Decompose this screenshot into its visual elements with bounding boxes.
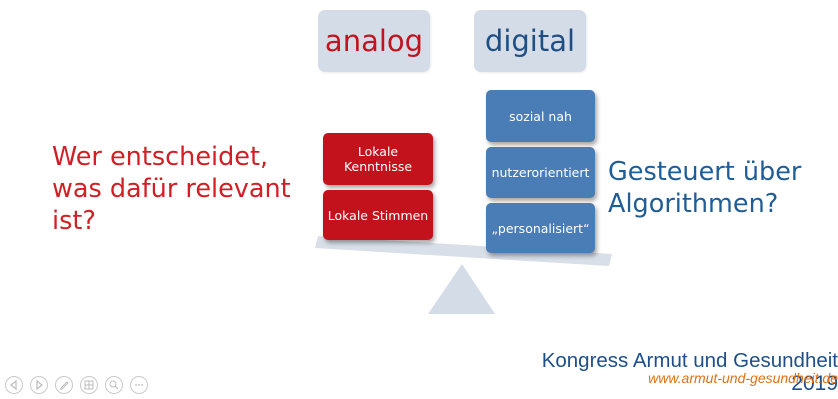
previous-button[interactable] (5, 376, 23, 394)
previous-icon (10, 379, 17, 391)
slides-button[interactable] (80, 376, 98, 394)
digital-item-user-oriented: nutzerorientiert (486, 147, 595, 198)
digital-item-label: „personalisiert“ (491, 220, 590, 236)
analog-item-local-knowledge: Lokale Kenntnisse (323, 133, 433, 185)
digital-item-label: sozial nah (509, 108, 572, 124)
next-icon (36, 379, 43, 391)
website-link[interactable]: www.armut-und-gesundheit.de (648, 370, 838, 386)
more-button[interactable] (130, 376, 148, 394)
right-question-line: Gesteuert über (608, 157, 802, 187)
analog-item-label: Kenntnisse (343, 159, 413, 174)
zoom-button[interactable] (105, 376, 123, 394)
left-question-line: was dafür relevant (52, 174, 291, 204)
balance-fulcrum (428, 264, 495, 314)
digital-item-label: nutzerorientiert (491, 165, 590, 180)
left-question-line: ist? (52, 206, 96, 236)
zoom-icon (109, 380, 119, 390)
pen-icon (59, 381, 69, 390)
digital-item-personalized: „personalisiert“ (486, 203, 595, 253)
left-question: Wer entscheidet, was dafür relevant ist? (52, 141, 312, 237)
right-question-line: Algorithmen? (608, 189, 779, 219)
more-icon (135, 384, 143, 386)
pen-button[interactable] (55, 376, 73, 394)
analog-header-label: analog (324, 24, 424, 58)
congress-title: Kongress Armut und Gesundheit (541, 349, 838, 372)
left-question-line: Wer entscheidet, (52, 142, 269, 172)
next-button[interactable] (30, 376, 48, 394)
analog-item-local-voices: Lokale Stimmen (323, 190, 433, 240)
digital-item-social: sozial nah (486, 90, 595, 142)
analog-item-label: Lokale (357, 144, 399, 159)
analog-header: analog (318, 10, 430, 72)
slide-controls (5, 376, 148, 396)
slides-icon (84, 380, 94, 390)
right-question: Gesteuert über Algorithmen? (608, 156, 818, 220)
digital-header: digital (474, 10, 586, 72)
digital-header-label: digital (484, 24, 576, 58)
congress-year: 2019 (791, 372, 838, 395)
analog-item-label: Lokale Stimmen (327, 207, 429, 223)
